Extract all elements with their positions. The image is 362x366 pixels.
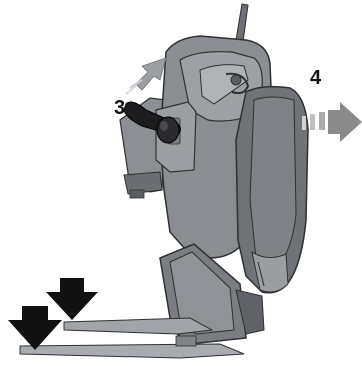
step-4-label: 4	[310, 67, 322, 89]
rotate-arrow-icon	[126, 58, 166, 94]
down-arrow-icon	[46, 278, 98, 320]
seat-cushion	[236, 87, 308, 293]
step-3-label: 3	[114, 97, 125, 119]
motion-arrow-icon	[302, 102, 362, 142]
seat-rod	[236, 4, 248, 42]
down-arrow-icon	[8, 306, 62, 350]
